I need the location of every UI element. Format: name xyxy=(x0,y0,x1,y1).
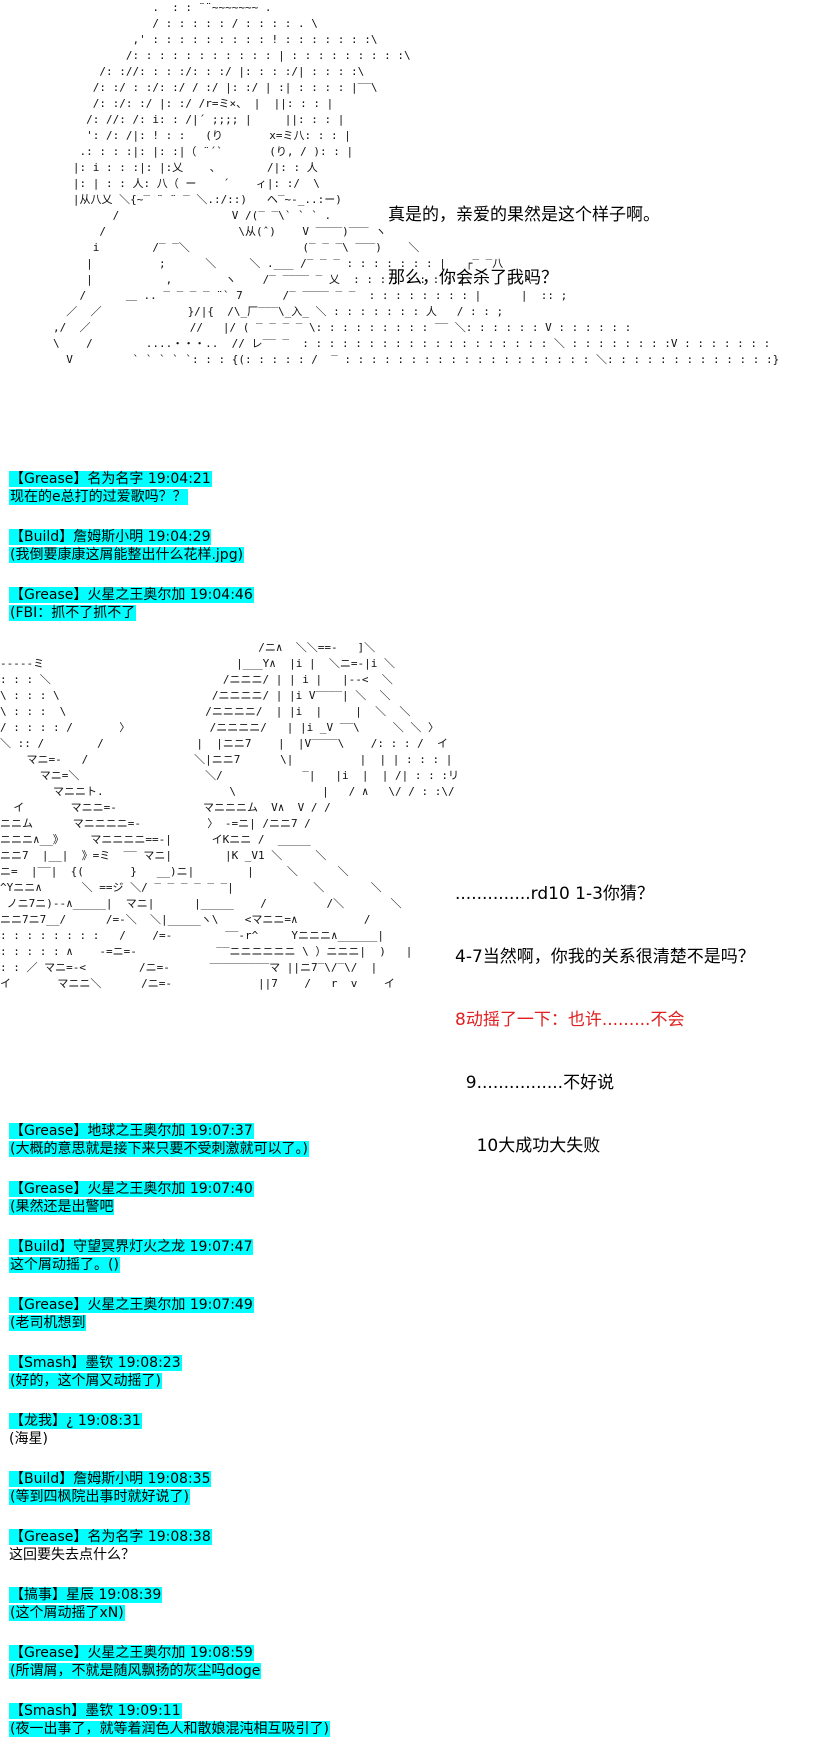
comment-item: 【Grease】火星之王奥尔加 19:07:40 (果然还是出警吧 xyxy=(9,1180,254,1216)
comment-body: (夜一出事了，就等着润色人和散娘混沌相互吸引了) xyxy=(9,1721,330,1737)
comment-item: 【Build】詹姆斯小明 19:04:29 (我倒要康康这屑能整出什么花样.jp… xyxy=(9,528,245,564)
dialog-line: 真是的，亲爱的果然是这个样子啊。 xyxy=(388,205,660,225)
comment-header: 【Build】詹姆斯小明 19:04:29 xyxy=(9,529,212,545)
comment-item: 【Grease】火星之王奥尔加 19:07:49 (老司机想到 xyxy=(9,1296,254,1332)
ascii-art-character-top: . : : ¨¨~~~~~~~ . / : : : : : / : : : : … xyxy=(52,1,780,366)
comment-item: 【Smash】墨钦 19:08:23 (好的，这个屑又动摇了) xyxy=(9,1354,182,1390)
comment-header: 【Smash】墨钦 19:09:11 xyxy=(9,1703,182,1719)
dice-option-line: ..............rd10 1-3你猜？ xyxy=(455,884,654,904)
comment-body: (好的，这个屑又动摇了) xyxy=(9,1373,162,1389)
comment-item: 【Grease】火星之王奥尔加 19:08:59 (所谓屑，不就是随风飘扬的灰尘… xyxy=(9,1644,262,1680)
comment-header: 【Smash】墨钦 19:08:23 xyxy=(9,1355,182,1371)
comment-body: 这回要失去点什么？ xyxy=(9,1547,135,1563)
dialog-block-top: 真是的，亲爱的果然是这个样子啊。 那么，你会杀了我吗？ xyxy=(388,163,660,310)
comment-header: 【Grease】火星之王奥尔加 19:08:59 xyxy=(9,1645,254,1661)
dice-option-line: 4-7当然啊，你我的关系很清楚不是吗？ xyxy=(455,947,755,967)
comment-header: 【Grease】地球之王奥尔加 19:07:37 xyxy=(9,1123,254,1139)
comment-body: (这个屑动摇了xN) xyxy=(9,1605,125,1621)
comment-header: 【Grease】名为名字 19:08:38 xyxy=(9,1529,212,1545)
comment-body: (等到四枫院出事时就好说了) xyxy=(9,1489,190,1505)
comment-header: 【搞事】星辰 19:08:39 xyxy=(9,1587,163,1603)
comment-body: (我倒要康康这屑能整出什么花样.jpg) xyxy=(9,547,245,563)
comment-item: 【Grease】名为名字 19:08:38 这回要失去点什么？ xyxy=(9,1528,212,1564)
dialog-line: 那么，你会杀了我吗？ xyxy=(388,268,558,288)
comment-item: 【Smash】墨钦 19:09:11 (夜一出事了，就等着润色人和散娘混沌相互吸… xyxy=(9,1702,330,1738)
comment-header: 【Build】守望冥界灯火之龙 19:07:47 xyxy=(9,1239,254,1255)
comment-item: 【Grease】地球之王奥尔加 19:07:37 (大概的意思就是接下来只要不受… xyxy=(9,1122,309,1158)
dice-option-line: 10大成功大失败 xyxy=(455,1136,601,1156)
comment-item: 【Build】詹姆斯小明 19:08:35 (等到四枫院出事时就好说了) xyxy=(9,1470,212,1506)
comment-body: (海星) xyxy=(9,1431,48,1447)
comment-item: 【Grease】火星之王奥尔加 19:04:46 (FBI：抓不了抓不了 xyxy=(9,586,254,622)
comment-header: 【Grease】火星之王奥尔加 19:07:40 xyxy=(9,1181,254,1197)
dice-option-line-highlighted: 8动摇了一下：也许.........不会 xyxy=(455,1010,685,1030)
comment-header: 【Grease】火星之王奥尔加 19:04:46 xyxy=(9,587,254,603)
dice-option-line: 9................不好说 xyxy=(455,1073,615,1093)
comment-item: 【龙我】¿ 19:08:31 (海星) xyxy=(9,1412,142,1448)
dialog-block-dice-options: ..............rd10 1-3你猜？ 4-7当然啊，你我的关系很清… xyxy=(455,842,755,1178)
comment-header: 【Grease】火星之王奥尔加 19:07:49 xyxy=(9,1297,254,1313)
comment-body: (果然还是出警吧 xyxy=(9,1199,115,1215)
comment-item: 【Grease】名为名字 19:04:21 现在的e总打的过爱歌吗？？ xyxy=(9,470,212,506)
comment-item: 【Build】守望冥界灯火之龙 19:07:47 这个屑动摇了。() xyxy=(9,1238,254,1274)
comment-body: 这个屑动摇了。() xyxy=(9,1257,120,1273)
comment-body: (所谓屑，不就是随风飘扬的灰尘吗doge xyxy=(9,1663,262,1679)
comment-header: 【龙我】¿ 19:08:31 xyxy=(9,1413,142,1429)
comment-body: (FBI：抓不了抓不了 xyxy=(9,605,137,621)
comment-body: 现在的e总打的过爱歌吗？？ xyxy=(9,489,188,505)
comment-item: 【搞事】星辰 19:08:39 (这个屑动摇了xN) xyxy=(9,1586,163,1622)
comment-body: (大概的意思就是接下来只要不受刺激就可以了。) xyxy=(9,1141,309,1157)
comment-header: 【Build】詹姆斯小明 19:08:35 xyxy=(9,1471,212,1487)
ascii-art-character-bottom: /ニ∧ ＼＼==- ]＼ -----ミ |___Y∧ |i | ＼ニ=-|i ＼… xyxy=(0,641,459,990)
comment-header: 【Grease】名为名字 19:04:21 xyxy=(9,471,212,487)
comment-body: (老司机想到 xyxy=(9,1315,87,1331)
